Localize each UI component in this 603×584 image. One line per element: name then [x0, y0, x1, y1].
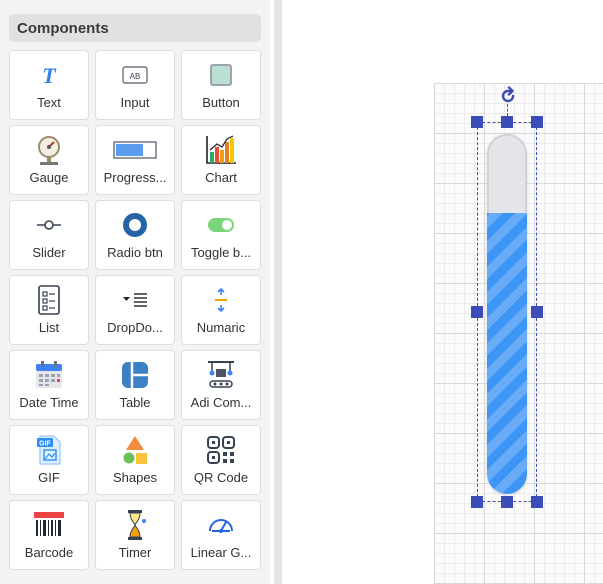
component-label: List: [38, 320, 60, 335]
resize-handle-top-right[interactable]: [531, 116, 543, 128]
component-tile-gauge[interactable]: Gauge: [9, 125, 89, 195]
gauge-icon: [10, 134, 88, 166]
component-tile-toggle[interactable]: Toggle b...: [181, 200, 261, 270]
panel-splitter[interactable]: [274, 0, 282, 584]
hourglass-icon: [96, 509, 174, 541]
component-label: Numaric: [196, 320, 246, 335]
component-tile-gif[interactable]: GIF GIF: [9, 425, 89, 495]
linear-gauge-icon: [182, 509, 260, 541]
resize-handle-left[interactable]: [471, 306, 483, 318]
text-icon: T: [10, 59, 88, 91]
component-label: Radio btn: [107, 245, 163, 260]
shapes-icon: [96, 434, 174, 466]
component-tile-numeric[interactable]: Numaric: [181, 275, 261, 345]
svg-text:GIF: GIF: [39, 441, 51, 448]
component-label: Toggle b...: [191, 245, 251, 260]
resize-handle-bottom[interactable]: [501, 496, 513, 508]
progress-bar-track[interactable]: [487, 134, 527, 494]
resize-handle-top[interactable]: [501, 116, 513, 128]
resize-handle-top-left[interactable]: [471, 116, 483, 128]
component-tile-slider[interactable]: Slider: [9, 200, 89, 270]
svg-text:T: T: [42, 63, 57, 88]
table-icon: [96, 359, 174, 391]
calendar-icon: [10, 359, 88, 391]
chart-icon: [182, 134, 260, 166]
component-tile-dropdown[interactable]: DropDo...: [95, 275, 175, 345]
component-tile-hourglass[interactable]: Timer: [95, 500, 175, 570]
component-tile-table[interactable]: Table: [95, 350, 175, 420]
progress-bar-fill: [487, 213, 527, 494]
input-icon: AB: [96, 59, 174, 91]
slider-icon: [10, 209, 88, 241]
resize-handle-bottom-left[interactable]: [471, 496, 483, 508]
component-label: Input: [120, 95, 150, 110]
resize-handle-right[interactable]: [531, 306, 543, 318]
component-label: DropDo...: [107, 320, 163, 335]
qr-code-icon: [182, 434, 260, 466]
component-label: Progress...: [103, 170, 167, 185]
component-label: Adi Com...: [190, 395, 252, 410]
component-label: Barcode: [24, 545, 74, 560]
components-panel-title: Components: [9, 14, 261, 42]
component-tile-qr-code[interactable]: QR Code: [181, 425, 261, 495]
component-label: GIF: [38, 470, 60, 485]
dropdown-icon: [96, 284, 174, 316]
component-tile-chart[interactable]: Chart: [181, 125, 261, 195]
resize-handle-bottom-right[interactable]: [531, 496, 543, 508]
component-label: QR Code: [193, 470, 249, 485]
component-label: Chart: [205, 170, 237, 185]
component-tile-progress[interactable]: Progress...: [95, 125, 175, 195]
component-label: Timer: [118, 545, 152, 560]
toggle-icon: [182, 209, 260, 241]
component-label: Table: [119, 395, 151, 410]
rotate-icon[interactable]: [497, 84, 519, 106]
list-icon: [10, 284, 88, 316]
component-tile-list[interactable]: List: [9, 275, 89, 345]
button-icon: [182, 59, 260, 91]
selection-box: [477, 122, 537, 502]
component-label: Slider: [32, 245, 66, 260]
component-tile-advanced-component[interactable]: Adi Com...: [181, 350, 261, 420]
component-label: Date Time: [19, 395, 79, 410]
component-tile-linear-gauge[interactable]: Linear G...: [181, 500, 261, 570]
advanced-component-icon: [182, 359, 260, 391]
component-label: Shapes: [112, 470, 158, 485]
component-tile-button[interactable]: Button: [181, 50, 261, 120]
rotate-stem: [507, 104, 508, 116]
component-label: Gauge: [29, 170, 69, 185]
svg-text:AB: AB: [130, 72, 141, 81]
numeric-icon: [182, 284, 260, 316]
component-label: Linear G...: [190, 545, 252, 560]
component-tile-input[interactable]: AB Input: [95, 50, 175, 120]
component-tile-calendar[interactable]: Date Time: [9, 350, 89, 420]
component-label: Button: [202, 95, 240, 110]
component-tile-text[interactable]: T Text: [9, 50, 89, 120]
component-tile-barcode[interactable]: Barcode: [9, 500, 89, 570]
component-label: Text: [37, 95, 61, 110]
radio-icon: [96, 209, 174, 241]
component-tile-shapes[interactable]: Shapes: [95, 425, 175, 495]
progress-icon: [96, 134, 174, 166]
component-tile-radio[interactable]: Radio btn: [95, 200, 175, 270]
barcode-icon: [10, 509, 88, 541]
gif-icon: GIF: [10, 434, 88, 466]
